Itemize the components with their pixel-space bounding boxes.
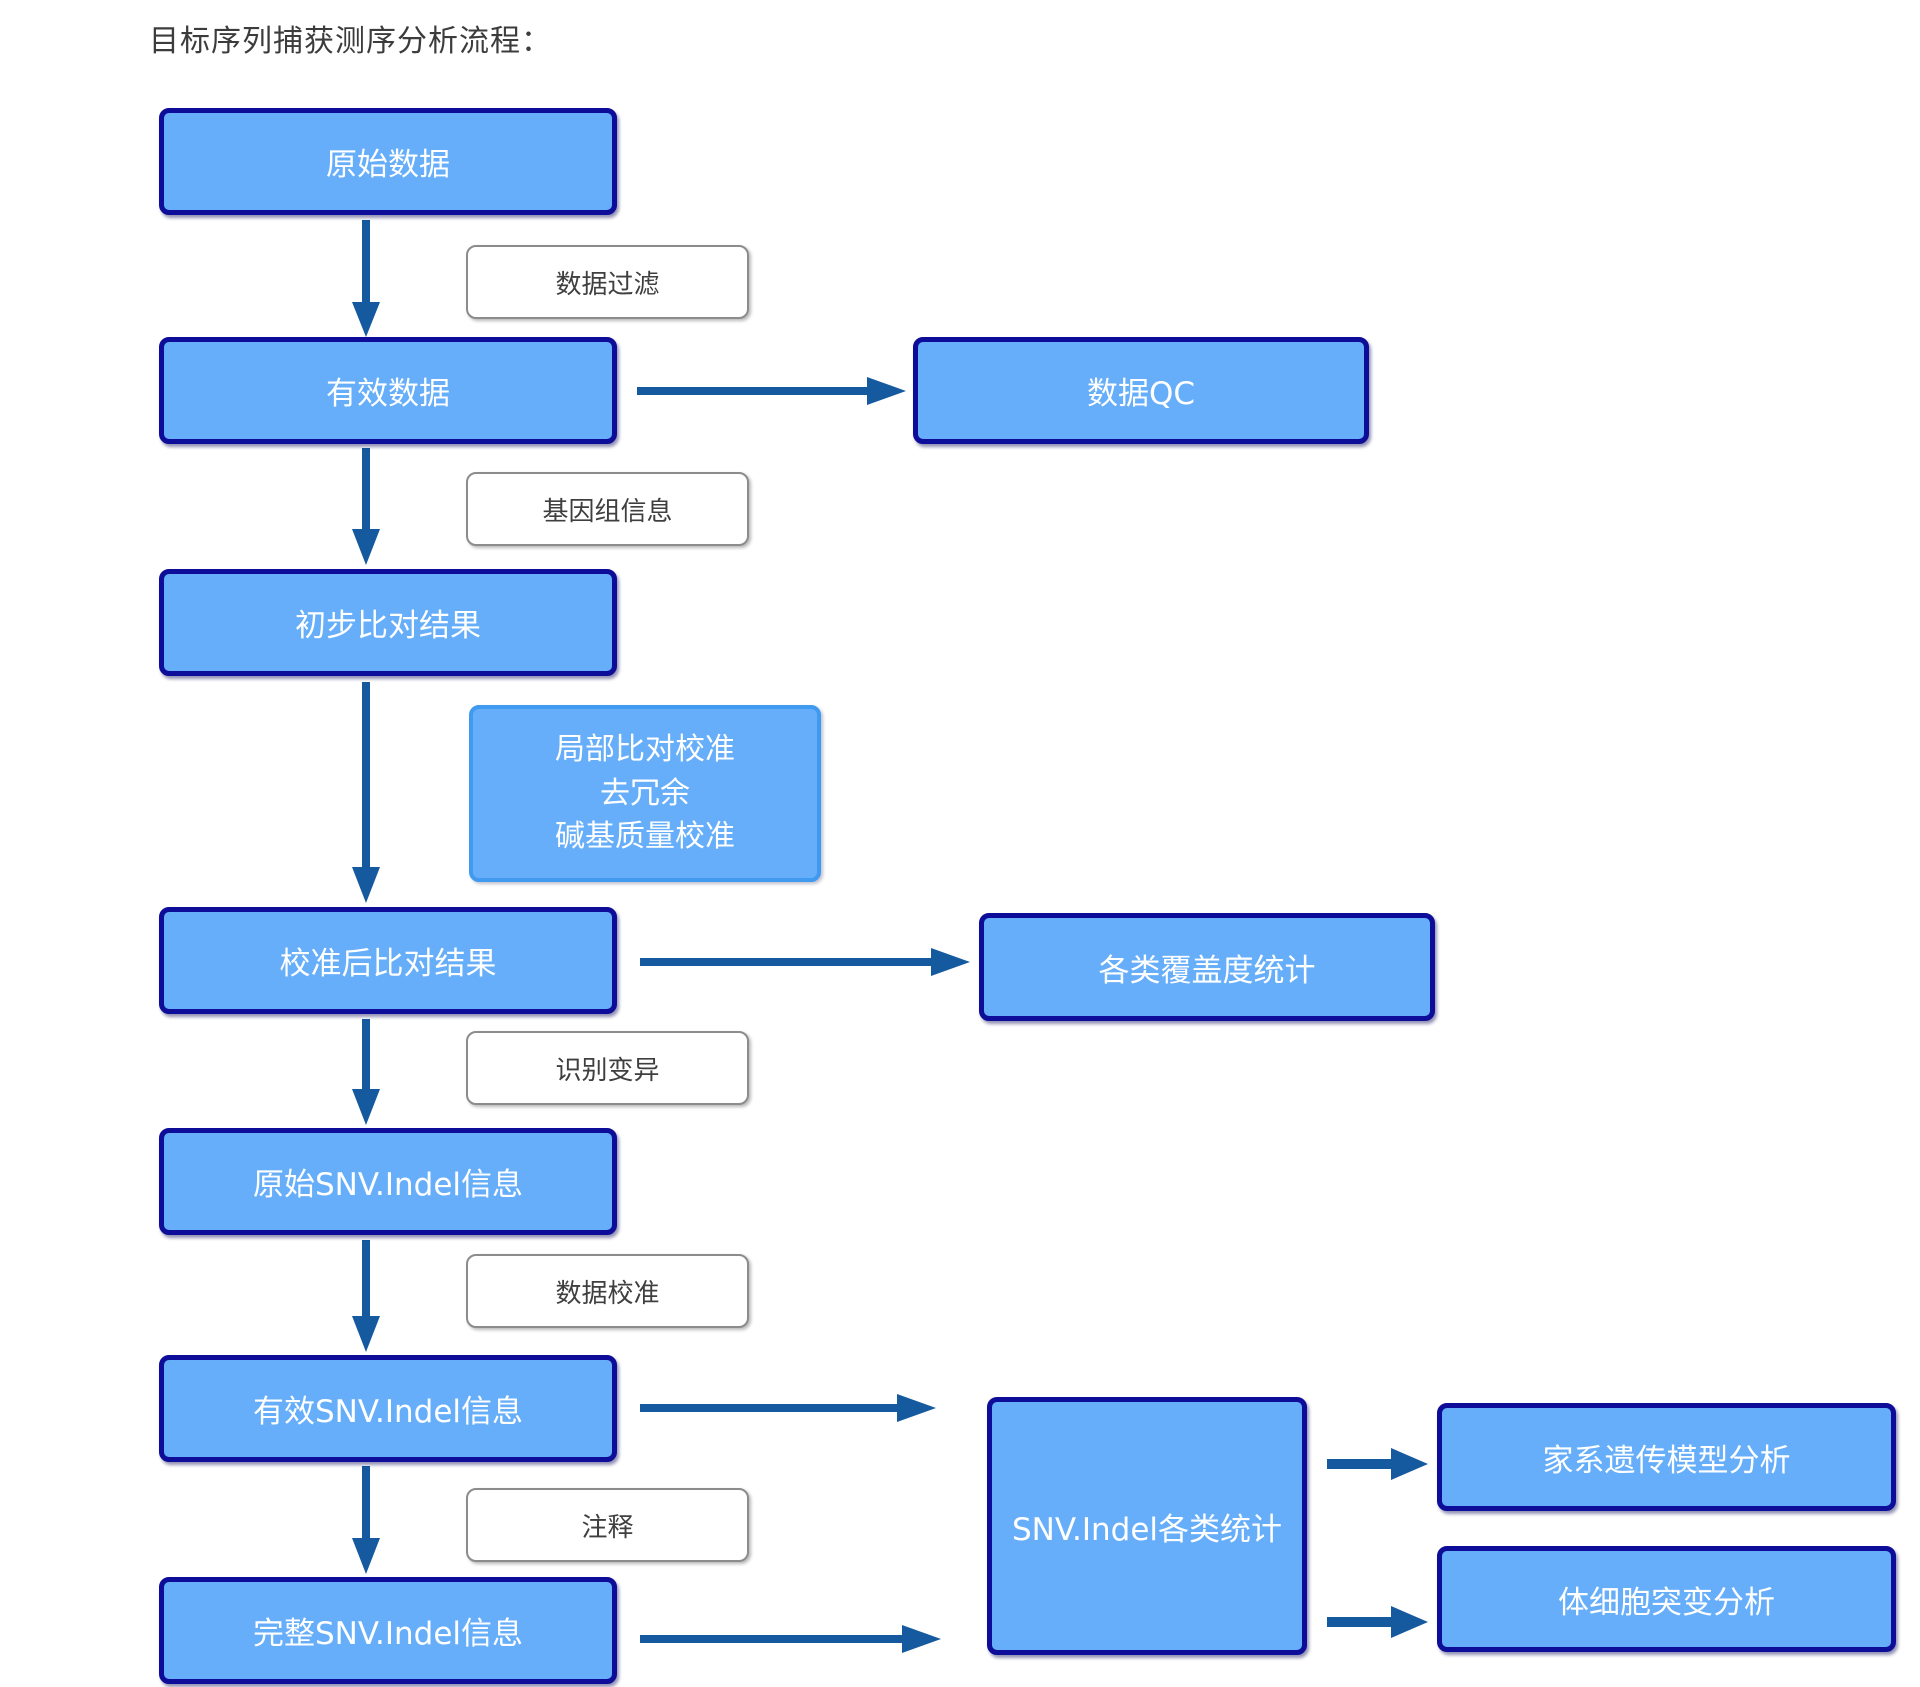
node-raw-snv-indel-label: 原始SNV.Indel信息 xyxy=(252,1167,524,1203)
node-raw-data-label: 原始数据 xyxy=(326,147,450,183)
arrow-initial-to-calibrated xyxy=(352,682,380,903)
node-somatic-mutation-label: 体细胞突变分析 xyxy=(1558,1584,1775,1621)
node-initial-alignment-label: 初步比对结果 xyxy=(295,608,481,644)
node-snv-indel-stats-label: SNV.Indel各类统计 xyxy=(1011,1511,1283,1548)
process-variant-calling-label: 识别变异 xyxy=(555,1055,660,1086)
node-pedigree-model-label: 家系遗传模型分析 xyxy=(1542,1442,1791,1479)
process-genome-info: 基因组信息 xyxy=(466,472,749,546)
node-coverage-stats: 各类覆盖度统计 xyxy=(979,913,1435,1021)
process-variant-calling: 识别变异 xyxy=(466,1031,749,1105)
process-annotation: 注释 xyxy=(466,1488,749,1562)
process-local-realign-label: 局部比对校准 xyxy=(555,732,735,768)
node-somatic-mutation: 体细胞突变分析 xyxy=(1437,1546,1896,1652)
node-valid-snv-indel: 有效SNV.Indel信息 xyxy=(159,1355,617,1462)
node-raw-data: 原始数据 xyxy=(159,108,617,215)
node-data-qc-label: 数据QC xyxy=(1086,376,1196,412)
arrow-valid-to-qc xyxy=(637,377,906,405)
arrow-validsnv-to-completesnv xyxy=(352,1466,380,1574)
arrow-completesnv-to-stats xyxy=(640,1625,941,1653)
node-snv-indel-stats: SNV.Indel各类统计 xyxy=(987,1397,1307,1655)
process-dedup-label: 去冗余 xyxy=(600,775,690,811)
process-base-recal-label: 碱基质量校准 xyxy=(555,819,735,855)
arrow-valid-to-initial xyxy=(352,448,380,565)
node-calibrated-alignment-label: 校准后比对结果 xyxy=(279,946,497,982)
process-data-calibration: 数据校准 xyxy=(466,1254,749,1328)
node-pedigree-model: 家系遗传模型分析 xyxy=(1437,1403,1896,1511)
arrow-rawsnv-to-validsnv xyxy=(352,1240,380,1352)
process-genome-info-label: 基因组信息 xyxy=(542,496,673,527)
node-complete-snv-indel: 完整SNV.Indel信息 xyxy=(159,1577,617,1684)
arrow-stats-to-pedigree xyxy=(1327,1448,1428,1480)
process-data-filter: 数据过滤 xyxy=(466,245,749,319)
page-title: 目标序列捕获测序分析流程： xyxy=(149,24,552,59)
arrow-validsnv-to-stats xyxy=(640,1394,936,1422)
node-initial-alignment: 初步比对结果 xyxy=(159,569,617,676)
process-data-calibration-label: 数据校准 xyxy=(555,1278,660,1309)
node-raw-snv-indel: 原始SNV.Indel信息 xyxy=(159,1128,617,1235)
arrow-calibrated-to-rawsnv xyxy=(352,1019,380,1125)
arrow-stats-to-somatic xyxy=(1327,1606,1428,1638)
node-valid-data: 有效数据 xyxy=(159,337,617,444)
node-valid-data-label: 有效数据 xyxy=(326,376,450,412)
node-complete-snv-indel-label: 完整SNV.Indel信息 xyxy=(252,1616,524,1652)
node-coverage-stats-label: 各类覆盖度统计 xyxy=(1098,952,1316,989)
process-recalibration-box: 局部比对校准 去冗余 碱基质量校准 xyxy=(469,705,821,882)
node-valid-snv-indel-label: 有效SNV.Indel信息 xyxy=(252,1394,524,1430)
arrow-calibrated-to-coverage xyxy=(640,948,970,976)
process-annotation-label: 注释 xyxy=(581,1512,634,1543)
arrow-raw-to-valid xyxy=(352,220,380,337)
node-calibrated-alignment: 校准后比对结果 xyxy=(159,907,617,1014)
process-data-filter-label: 数据过滤 xyxy=(555,269,660,300)
node-data-qc: 数据QC xyxy=(913,337,1369,444)
